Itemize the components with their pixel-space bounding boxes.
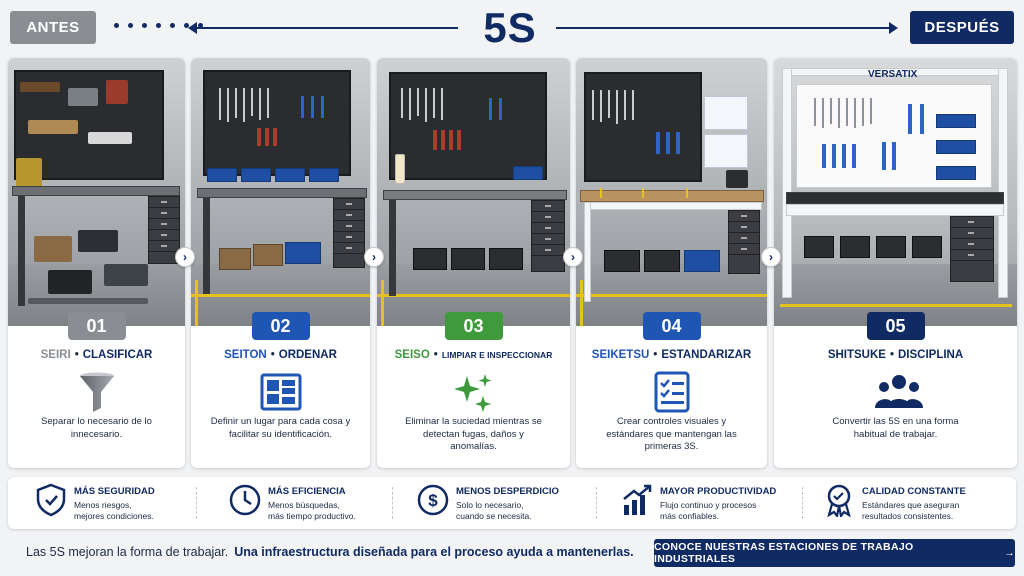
step-action: ESTANDARIZAR	[661, 349, 752, 361]
before-label: ANTES	[10, 11, 96, 44]
step-description: Crear controles visuales y estándares qu…	[606, 416, 737, 452]
benefit-line: cuando se necesita.	[456, 511, 532, 521]
step-term: SEIKETSU	[591, 349, 650, 361]
step-action: LIMPIAR E INSPECCIONAR	[441, 350, 553, 360]
step-card-shitsuke: VERSATIX 05 SHITSUKE•DISCIPLINA Converti…	[774, 58, 1017, 468]
checklist-icon	[650, 370, 694, 414]
workbench-photo-cluttered	[8, 58, 185, 326]
step-description: Definir un lugar para cada cosa y facili…	[210, 416, 351, 440]
benefit-title: MÁS EFICIENCIA	[268, 486, 346, 497]
benefit-title: MÁS SEGURIDAD	[74, 486, 155, 497]
benefit-line: Solo lo necesario,	[456, 500, 524, 510]
chevron-right-icon: ›	[175, 247, 195, 267]
step-card-seiton: 02 SEITON•ORDENAR Definir un lugar para …	[191, 58, 370, 468]
benefit-line: resultados consistentes.	[862, 511, 954, 521]
step-number-badge: 04	[642, 312, 701, 340]
footer-text: Las 5S mejoran la forma de trabajar.	[26, 545, 229, 559]
step-description: Separar lo necesario de lo innecesario.	[41, 416, 152, 440]
chevron-right-icon: ›	[563, 247, 583, 267]
workbench-photo-clean	[377, 58, 570, 326]
benefit-line: Menos búsquedas,	[268, 500, 340, 510]
arrow-right-line	[556, 22, 898, 34]
dollar-coin-icon: $	[416, 483, 450, 517]
cta-workstations-button[interactable]: CONOCE NUESTRAS ESTACIONES DE TRABAJO IN…	[654, 539, 1015, 567]
step-card-seiri: 01 SEIRI•CLASIFICAR Separar lo necesario…	[8, 58, 185, 468]
step-card-seiketsu: 04 SEIKETSU•ESTANDARIZAR Crear controles…	[576, 58, 767, 468]
progress-dots	[114, 23, 203, 28]
chevron-right-icon: ›	[761, 247, 781, 267]
after-label: DESPUÉS	[910, 11, 1014, 44]
benefit-waste: $ MENOS DESPERDICIO Solo lo necesario, c…	[416, 483, 559, 523]
svg-text:$: $	[428, 491, 438, 510]
workbench-photo-standardized	[576, 58, 767, 326]
step-term: SEISO	[394, 349, 430, 361]
step-term: SEIRI	[40, 349, 71, 361]
quality-badge-icon	[822, 483, 856, 519]
funnel-icon	[75, 370, 119, 414]
workbench-photo-ordered	[191, 58, 370, 326]
growth-chart-icon	[620, 483, 654, 517]
shield-check-icon	[34, 483, 68, 517]
benefit-line: mejores condiciones.	[74, 511, 154, 521]
page-title: 5S	[483, 4, 537, 51]
workbench-photo-versatix: VERSATIX	[774, 58, 1017, 326]
layout-grid-icon	[259, 370, 303, 414]
step-title: SEIKETSU•ESTANDARIZAR	[591, 349, 752, 361]
benefit-line: Menos riesgos,	[74, 500, 132, 510]
step-title: SEISO•LIMPIAR E INSPECCIONAR	[394, 349, 553, 361]
sparkles-icon	[452, 370, 496, 414]
step-number-badge: 03	[444, 312, 503, 340]
benefit-safety: MÁS SEGURIDAD Menos riesgos, mejores con…	[34, 483, 155, 523]
step-action: DISCIPLINA	[898, 349, 964, 361]
clock-icon	[228, 483, 262, 517]
benefits-bar: MÁS SEGURIDAD Menos riesgos, mejores con…	[8, 477, 1016, 529]
footer-message: Las 5S mejoran la forma de trabajar. Una …	[26, 545, 634, 559]
step-description: Eliminar la suciedad mientras se detecta…	[405, 416, 542, 452]
step-action: ORDENAR	[278, 349, 337, 361]
step-description: Convertir las 5S en una forma habitual d…	[832, 416, 959, 440]
benefit-line: más tiempo productivo.	[268, 511, 356, 521]
arrow-left-line	[188, 22, 458, 34]
cta-label: CONOCE NUESTRAS ESTACIONES DE TRABAJO IN…	[654, 541, 914, 565]
benefit-title: CALIDAD CONSTANTE	[862, 486, 966, 497]
step-number-badge: 02	[251, 312, 310, 340]
team-icon	[874, 370, 923, 414]
benefit-efficiency: MÁS EFICIENCIA Menos búsquedas, más tiem…	[228, 483, 356, 523]
step-action: CLASIFICAR	[82, 349, 153, 361]
benefit-line: Flujo continuo y procesos	[660, 500, 757, 510]
step-card-seiso: 03 SEISO•LIMPIAR E INSPECCIONAR Eliminar…	[377, 58, 570, 468]
benefit-title: MAYOR PRODUCTIVIDAD	[660, 486, 777, 497]
step-number-badge: 05	[866, 312, 925, 340]
arrow-right-icon: →	[1004, 547, 1015, 559]
step-title: SEIRI•CLASIFICAR	[40, 349, 153, 361]
step-term: SHITSUKE	[827, 349, 886, 361]
step-title: SEITON•ORDENAR	[224, 349, 337, 361]
step-term: SEITON	[224, 349, 267, 361]
header: ANTES 5S DESPUÉS	[0, 0, 1024, 56]
step-title: SHITSUKE•DISCIPLINA	[827, 349, 964, 361]
benefit-line: más confiables.	[660, 511, 720, 521]
benefit-line: Estándares que aseguran	[862, 500, 960, 510]
benefit-quality: CALIDAD CONSTANTE Estándares que asegura…	[822, 483, 966, 523]
chevron-right-icon: ›	[364, 247, 384, 267]
benefit-title: MENOS DESPERDICIO	[456, 486, 559, 497]
benefit-productivity: MAYOR PRODUCTIVIDAD Flujo continuo y pro…	[620, 483, 776, 523]
footer-emphasis: Una infraestructura diseñada para el pro…	[234, 545, 634, 559]
step-number-badge: 01	[67, 312, 126, 340]
brand-logo: VERSATIX	[868, 69, 918, 80]
